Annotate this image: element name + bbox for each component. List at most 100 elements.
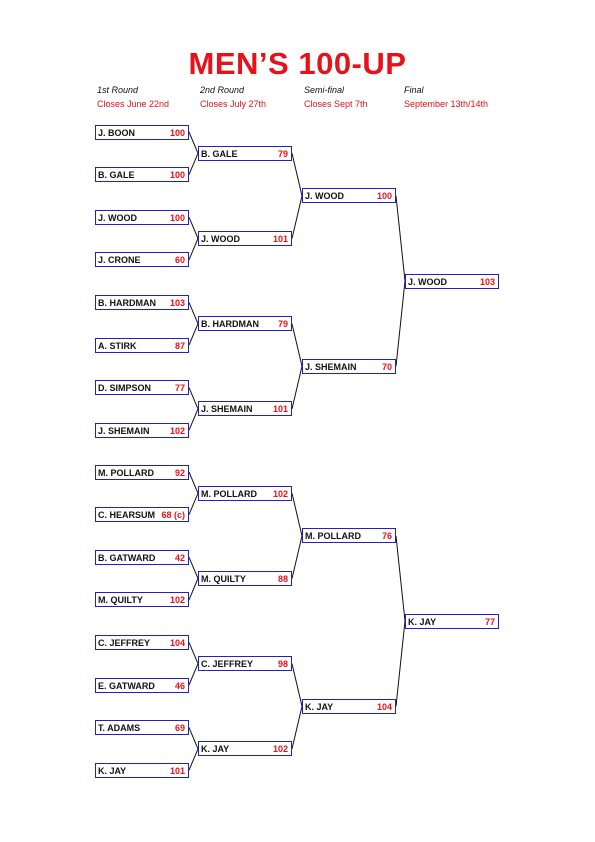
final-closes: September 13th/14th — [404, 99, 489, 109]
player-score: 103 — [169, 297, 185, 308]
player-score: 104 — [376, 701, 392, 712]
bracket-connector — [291, 323, 303, 367]
player-score: 46 — [174, 680, 185, 691]
player-name: J. SHEMAIN — [305, 361, 357, 372]
player-score: 103 — [479, 276, 495, 287]
player-score: 100 — [169, 212, 185, 223]
bracket-connector — [188, 663, 199, 686]
player-score: 102 — [169, 425, 185, 436]
bracket-connector — [188, 302, 199, 324]
player-name: J. WOOD — [98, 212, 138, 223]
semi-final-name: Semi-final — [304, 85, 345, 95]
bracket-connector — [188, 131, 199, 154]
semi-final-closes: Closes Sept 7th — [304, 99, 368, 109]
player-score: 79 — [277, 148, 288, 159]
bracket-connector — [291, 195, 303, 239]
bracket-connector — [291, 535, 303, 579]
player-name: J. BOON — [98, 127, 136, 138]
player-score: 102 — [272, 488, 288, 499]
player-name: M. QUILTY — [98, 595, 143, 606]
player-name: T. ADAMS — [98, 723, 141, 734]
player-name: A. STIRK — [98, 340, 137, 351]
player-score: 88 — [277, 574, 288, 584]
bracket-connector — [188, 217, 199, 239]
bracket-connector — [188, 578, 199, 600]
player-score: 42 — [174, 552, 185, 563]
player-score: 68 (c) — [161, 510, 185, 521]
bracket-connector — [188, 557, 199, 579]
player-name: B. GALE — [201, 148, 238, 159]
player-score: 69 — [174, 723, 185, 734]
player-score: 101 — [272, 234, 288, 244]
player-name: K. JAY — [98, 765, 127, 776]
bracket-connector — [291, 706, 303, 750]
player-score: 100 — [376, 191, 392, 202]
player-score: 102 — [169, 595, 185, 606]
semifinal-entry: J. WOOD 100 — [302, 188, 396, 204]
player-name: E. GATWARD — [98, 680, 155, 691]
player-name: D. SIMPSON — [98, 383, 152, 394]
bracket-connector — [291, 153, 303, 197]
player-name: M. POLLARD — [98, 467, 154, 478]
player-name: K. JAY — [201, 744, 230, 755]
bracket-connector — [188, 238, 199, 260]
round-2-name: 2nd Round — [200, 85, 245, 95]
player-name: B. HARDMAN — [201, 319, 259, 330]
semifinal-entry: K. JAY 104 — [302, 698, 396, 714]
round2-entry: M. POLLARD 102 — [198, 485, 292, 501]
player-name: K. JAY — [408, 616, 437, 627]
player-name: C. HEARSUM — [98, 510, 156, 521]
round1-entry: J. WOOD 100 — [95, 209, 189, 225]
bracket-connector — [188, 727, 199, 750]
player-score: 87 — [174, 340, 185, 351]
player-name: C. JEFFREY — [98, 637, 151, 648]
player-name: M. QUILTY — [201, 574, 246, 584]
player-name: J. CRONE — [98, 255, 141, 266]
bracket-connector — [291, 663, 303, 707]
player-name: K. JAY — [305, 701, 334, 712]
player-name: J. SHEMAIN — [201, 404, 253, 415]
player-score: 101 — [169, 765, 185, 776]
player-score: 70 — [381, 361, 392, 372]
final-name: Final — [404, 85, 424, 95]
player-score: 104 — [169, 637, 185, 648]
round1-entry: K. JAY 101 — [95, 762, 189, 778]
round1-entry: C. HEARSUM 68 (c) — [95, 507, 189, 523]
round2-entry: B. HARDMAN 79 — [198, 316, 292, 332]
player-name: J. WOOD — [201, 234, 241, 244]
round1-entry: C. JEFFREY 104 — [95, 634, 189, 650]
bracket-connector — [395, 621, 406, 707]
page-title: MEN’S 100-UP — [188, 46, 407, 81]
player-score: 76 — [381, 531, 392, 542]
player-score: 101 — [272, 404, 288, 415]
round1-entry: M. QUILTY 102 — [95, 592, 189, 608]
round1-entry: E. GATWARD 46 — [95, 677, 189, 693]
player-name: B. HARDMAN — [98, 297, 156, 308]
player-name: M. POLLARD — [201, 488, 257, 499]
round2-entry: B. GALE 79 — [198, 145, 292, 161]
semifinal-entry: J. SHEMAIN 70 — [302, 358, 396, 374]
bracket-connector — [188, 153, 199, 175]
round2-entry: J. SHEMAIN 101 — [198, 401, 292, 417]
round2-entry: M. QUILTY 88 — [198, 571, 292, 586]
bracket-connector — [395, 281, 406, 367]
round-1-closes: Closes June 22nd — [97, 99, 170, 109]
round-2-closes: Closes July 27th — [200, 99, 267, 109]
player-score: 100 — [169, 170, 185, 181]
player-name: J. WOOD — [305, 191, 345, 202]
round1-entry: J. CRONE 60 — [95, 252, 189, 268]
round1-entry: A. STIRK 87 — [95, 337, 189, 353]
bracket-connector — [188, 471, 199, 494]
player-score: 60 — [174, 255, 185, 266]
player-score: 79 — [277, 319, 288, 330]
